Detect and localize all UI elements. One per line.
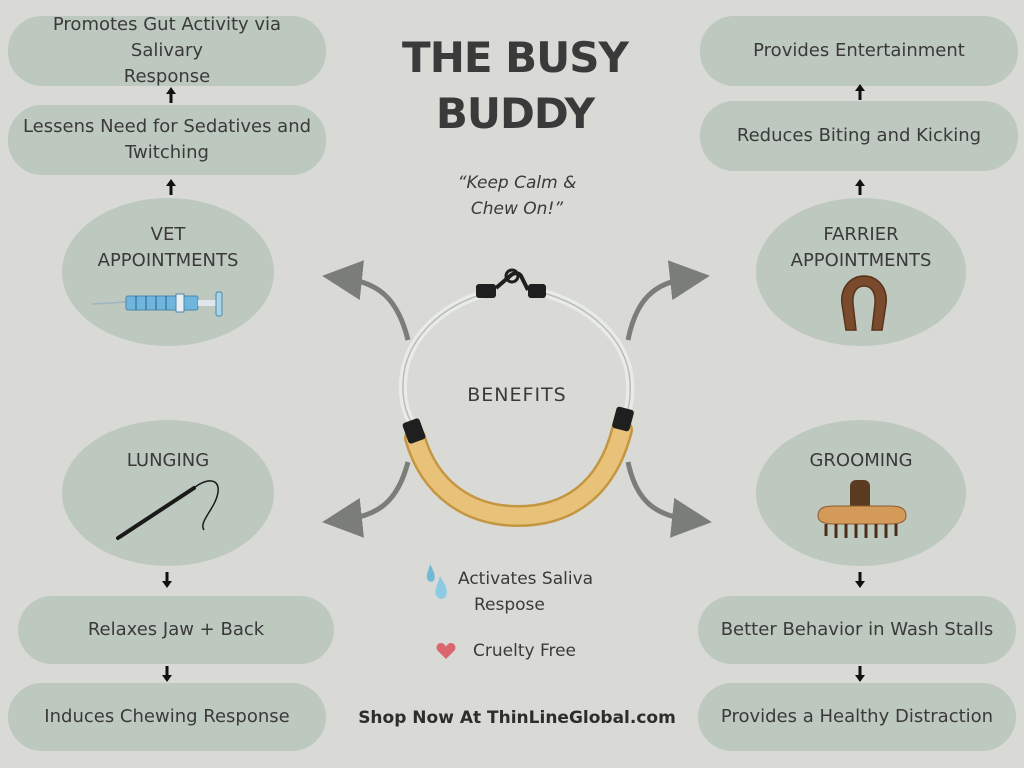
lunging-benefit-chewing: Induces Chewing Response [8, 683, 326, 751]
hub-vet-label-line-1: VET [150, 224, 186, 245]
whip-icon [116, 480, 219, 540]
curved-arrow-to-farrier [625, 260, 710, 341]
vet-benefit-gut-activity: Promotes Gut Activity via Salivary Respo… [8, 14, 326, 87]
center-benefits-label: BENEFITS [467, 384, 567, 406]
up-arrow-icon [855, 179, 865, 195]
water-drop-icon [426, 564, 447, 599]
hub-vet-appointments: VET APPOINTMENTS [62, 198, 274, 346]
up-arrow-icon [166, 87, 176, 103]
brush-icon [817, 480, 907, 538]
hub-grooming-label: GROOMING [809, 450, 913, 471]
tagline-line-2: Chew On!” [470, 199, 564, 219]
hub-lunging: LUNGING [62, 420, 274, 566]
lunging-benefit-jaw-label: Relaxes Jaw + Back [87, 619, 265, 640]
feature-saliva-line-1: Activates Saliva [458, 569, 594, 589]
grooming-benefit-distraction: Provides a Healthy Distraction [698, 683, 1016, 751]
horseshoe-icon [841, 275, 887, 331]
curved-arrow-to-lunging [322, 461, 411, 538]
tagline-line-1: “Keep Calm & [457, 173, 577, 193]
farrier-benefit-entertainment: Provides Entertainment [700, 16, 1018, 86]
farrier-benefit-entertainment-label: Provides Entertainment [753, 40, 965, 61]
hub-lunging-label: LUNGING [126, 450, 210, 471]
shop-now-link[interactable]: Shop Now At ThinLineGlobal.com [358, 708, 676, 728]
vet-benefit-gut-activity-line-1: Promotes Gut Activity via Salivary [52, 14, 282, 61]
syringe-icon [92, 291, 223, 317]
lunging-benefit-chewing-label: Induces Chewing Response [44, 706, 290, 727]
curved-arrow-to-grooming [625, 461, 712, 538]
down-arrow-icon [162, 666, 172, 682]
hub-farrier-label-line-2: APPOINTMENTS [790, 250, 932, 271]
grooming-benefit-distraction-label: Provides a Healthy Distraction [720, 706, 994, 727]
farrier-benefit-biting: Reduces Biting and Kicking [700, 101, 1018, 171]
heart-icon [436, 643, 456, 659]
up-arrow-icon [166, 179, 176, 195]
down-arrow-icon [855, 572, 865, 588]
curved-arrow-to-vet [322, 260, 411, 341]
vet-benefit-sedatives-line-1: Lessens Need for Sedatives and [22, 116, 312, 137]
vet-benefit-sedatives: Lessens Need for Sedatives and Twitching [8, 105, 326, 175]
vet-benefit-gut-activity-line-2: Response [123, 66, 211, 87]
page-title: THE BUSY BUDDY [380, 30, 650, 142]
feature-cruelty-free: Cruelty Free [473, 641, 577, 661]
title-line-1: THE BUSY [402, 33, 629, 82]
up-arrow-icon [855, 84, 865, 100]
hub-farrier-appointments: FARRIER APPOINTMENTS [756, 198, 966, 346]
hub-farrier-label-line-1: FARRIER [823, 224, 899, 245]
tagline: “Keep Calm & Chew On!” [420, 170, 614, 222]
vet-benefit-sedatives-line-2: Twitching [125, 142, 209, 163]
busy-buddy-product-image [398, 268, 635, 528]
down-arrow-icon [162, 572, 172, 588]
grooming-benefit-wash-stalls-label: Better Behavior in Wash Stalls [720, 619, 994, 640]
hub-grooming: GROOMING [756, 420, 966, 566]
feature-saliva: Activates Saliva Respose [458, 566, 618, 618]
title-line-2: BUDDY [435, 89, 595, 138]
down-arrow-icon [855, 666, 865, 682]
farrier-benefit-biting-label: Reduces Biting and Kicking [736, 125, 982, 146]
hub-vet-label-line-2: APPOINTMENTS [97, 250, 239, 271]
grooming-benefit-wash-stalls: Better Behavior in Wash Stalls [698, 596, 1016, 664]
lunging-benefit-jaw: Relaxes Jaw + Back [18, 596, 334, 664]
feature-saliva-line-2: Respose [474, 595, 545, 615]
